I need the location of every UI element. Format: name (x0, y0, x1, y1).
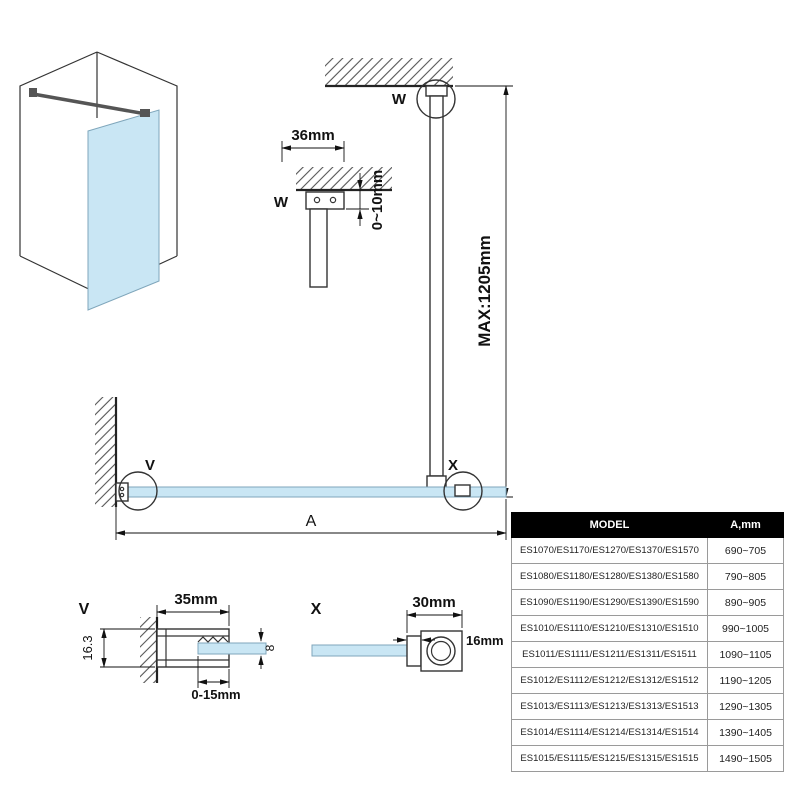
dim-8-label: 8 (263, 644, 277, 651)
screw-icon (313, 196, 321, 204)
col-header-a: A,mm (707, 512, 784, 538)
screw-icon (329, 196, 337, 204)
detail-w-label: W (274, 194, 289, 211)
support-bar-iso (32, 92, 147, 116)
wall-hatch (95, 397, 116, 507)
screw-icon (119, 486, 125, 492)
screw-icon (119, 492, 125, 498)
a-cell: 1090~1105 (707, 641, 784, 668)
support-bar-elevation: W MAX:1205mm (325, 58, 513, 498)
wall-profile-clip (115, 482, 129, 502)
model-cell: ES1070/ES1170/ES1270/ES1370/ES1570 (511, 537, 708, 564)
detail-v: V 35mm 16.3 8 0-15mm (79, 591, 277, 702)
detail-w-mount: 36mm 0~10mm W (274, 127, 392, 288)
a-cell: 790~805 (707, 563, 784, 590)
clamp-plate (406, 635, 422, 667)
dim-36mm-label: 36mm (291, 127, 334, 144)
ceiling-hatch-right (325, 58, 453, 86)
isometric-view (19, 51, 178, 311)
spring-clip (197, 636, 229, 643)
a-cell: 890~905 (707, 589, 784, 616)
a-cell: 1490~1505 (707, 745, 784, 772)
model-cell: ES1090/ES1190/ES1290/ES1390/ES1590 (511, 589, 708, 616)
detail-marker-v-circle (118, 471, 158, 511)
dim-35mm-label: 35mm (174, 591, 217, 608)
a-cell: 1190~1205 (707, 667, 784, 694)
room-corner-lines (19, 51, 178, 294)
model-cell: ES1014/ES1114/ES1214/ES1314/ES1514 (511, 719, 708, 746)
glass-section-x (311, 644, 408, 657)
a-cell: 690~705 (707, 537, 784, 564)
ceiling-bracket (305, 191, 345, 210)
glass-panel-plan-strip (115, 486, 507, 498)
support-pole-section (309, 208, 328, 288)
table-header-row: MODEL A,mm (511, 512, 784, 538)
glass-panel-iso (87, 109, 160, 311)
ceiling-bracket-right (425, 85, 448, 97)
detail-marker-w-circle (416, 79, 456, 119)
model-table: MODEL A,mm ES1070/ES1170/ES1270/ES1370/E… (511, 512, 784, 772)
detail-x: X 30mm 16mm (311, 594, 504, 672)
ceiling-hatch (296, 167, 392, 190)
dim-a-label: A (306, 513, 317, 530)
dim-0-15-label: 0-15mm (191, 687, 240, 702)
support-bar (429, 95, 444, 477)
marker-x-label: X (448, 457, 458, 474)
model-cell: ES1080/ES1180/ES1280/ES1380/ES1580 (511, 563, 708, 590)
model-cell: ES1012/ES1112/ES1212/ES1312/ES1512 (511, 667, 708, 694)
bar-wall-mount-iso (29, 88, 37, 97)
bar-section-inner (430, 640, 452, 662)
a-cell: 1290~1305 (707, 693, 784, 720)
marker-v-label: V (145, 457, 155, 474)
detail-x-label: X (311, 601, 322, 618)
dim-0-10mm-label: 0~10mm (369, 170, 386, 230)
a-cell: 990~1005 (707, 615, 784, 642)
model-cell: ES1013/ES1113/ES1213/ES1313/ES1513 (511, 693, 708, 720)
model-cell: ES1011/ES1111/ES1211/ES1311/ES1511 (511, 641, 708, 668)
model-cell: ES1010/ES1110/ES1210/ES1310/ES1510 (511, 615, 708, 642)
wall-hatch-v (140, 617, 157, 683)
detail-v-label: V (79, 601, 90, 618)
glass-section-v (197, 642, 267, 655)
bar-foot-fitting (454, 484, 471, 497)
dim-16-3-label: 16.3 (80, 635, 95, 660)
col-header-model: MODEL (511, 512, 708, 538)
model-cell: ES1015/ES1115/ES1215/ES1315/ES1515 (511, 745, 708, 772)
dim-max-label: MAX:1205mm (475, 235, 494, 347)
glass-panel-plan: V X A (95, 397, 507, 540)
dim-30mm-label: 30mm (412, 594, 455, 611)
bar-glass-mount-iso (140, 109, 150, 117)
a-cell: 1390~1405 (707, 719, 784, 746)
dim-16mm-label: 16mm (466, 633, 504, 648)
detail-marker-x-circle (443, 471, 483, 511)
marker-w-label: W (392, 91, 407, 108)
